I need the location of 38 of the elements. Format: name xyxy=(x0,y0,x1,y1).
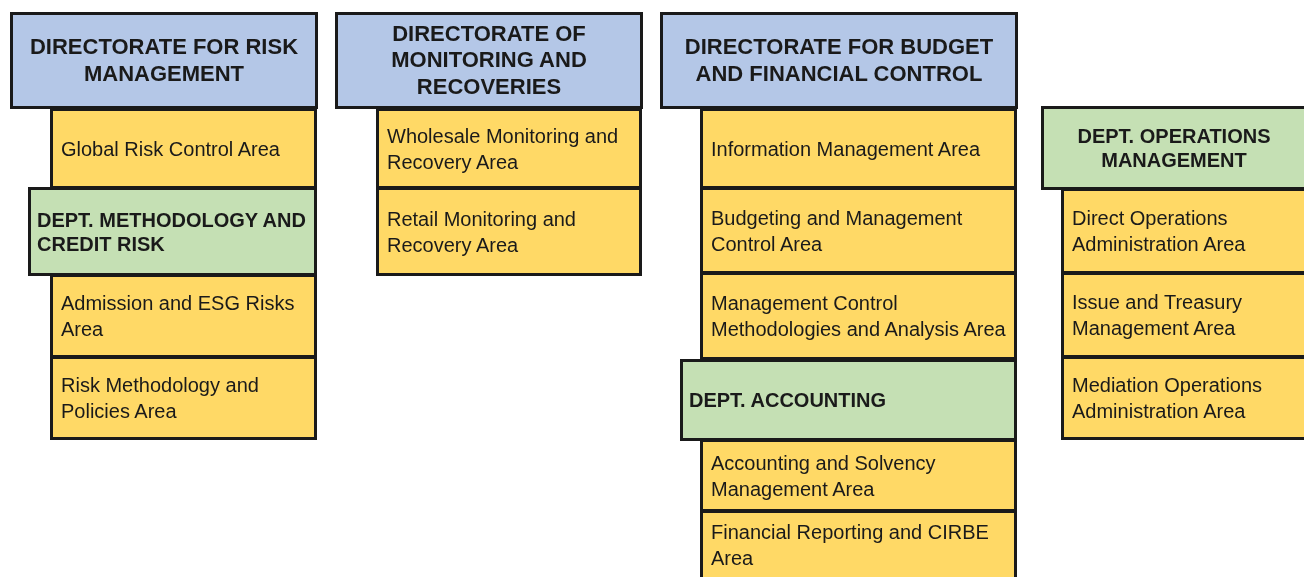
area-box xyxy=(50,274,317,358)
area-box xyxy=(1061,188,1304,274)
area-box xyxy=(700,439,1017,512)
directorate-box xyxy=(10,12,318,109)
area-box xyxy=(1061,356,1304,440)
department-box xyxy=(680,359,1017,441)
directorate-box xyxy=(335,12,643,109)
area-name: Accounting and Solvency Management Area xyxy=(710,450,937,502)
area-name: Budgeting and Management Control Area xyxy=(710,205,964,257)
area-box xyxy=(700,510,1017,577)
area-box xyxy=(50,356,317,440)
department-box xyxy=(1041,106,1304,190)
area-name: Mediation Operations Administration Area xyxy=(1071,373,1264,424)
area-name: Wholesale Monitoring and Recovery Area xyxy=(386,123,620,175)
area-name: Retail Monitoring and Recovery Area xyxy=(386,206,577,258)
area-box xyxy=(700,108,1017,189)
directorate-box xyxy=(660,12,1018,109)
area-box xyxy=(700,272,1017,360)
area-box xyxy=(1061,272,1304,358)
area-box xyxy=(376,108,642,189)
area-name: Financial Reporting and CIRBE Area xyxy=(710,520,990,571)
department-box xyxy=(28,187,317,276)
area-box xyxy=(700,187,1017,274)
area-name: Information Management Area xyxy=(710,136,982,162)
area-name: Management Control Methodologies and Analysis Area xyxy=(710,291,1007,342)
unit-heading: DIRECTORATE FOR BUDGET AND FINANCIAL CONTROL xyxy=(683,34,995,87)
area-name: Direct Operations Administration Area xyxy=(1071,206,1247,257)
area-name: Admission and ESG Risks Area xyxy=(60,291,296,342)
unit-heading: DEPT. ACCOUNTING xyxy=(688,388,888,412)
area-box xyxy=(50,108,317,189)
area-name: Risk Methodology and Policies Area xyxy=(60,373,260,424)
area-name: Issue and Treasury Management Area xyxy=(1071,290,1244,341)
area-name: Global Risk Control Area xyxy=(60,136,281,162)
unit-heading: DEPT. METHODOLOGY AND CREDIT RISK xyxy=(36,207,307,256)
unit-heading: DIRECTORATE OF MONITORING AND RECOVERIES xyxy=(390,20,588,101)
area-box xyxy=(376,187,642,276)
unit-heading: DIRECTORATE FOR RISK MANAGEMENT xyxy=(28,34,300,87)
unit-heading: DEPT. OPERATIONS MANAGEMENT xyxy=(1076,124,1272,172)
